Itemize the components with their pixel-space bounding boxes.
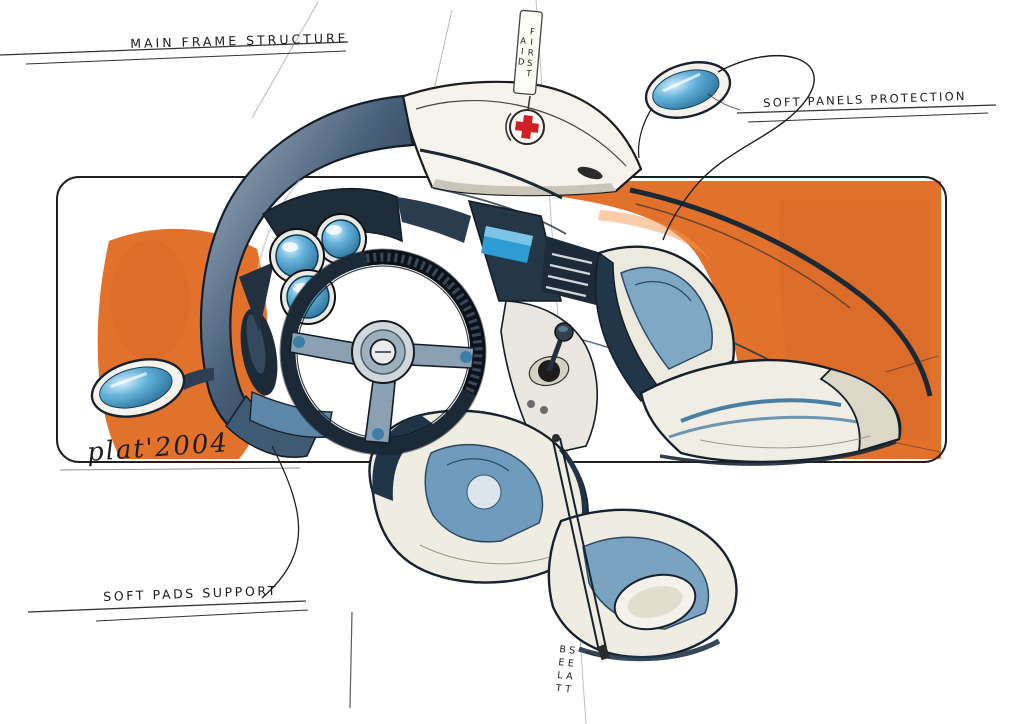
right-mirror	[637, 54, 815, 241]
leader-lines	[261, 93, 741, 599]
steering-wheel	[279, 248, 487, 456]
left-mirror-glass	[99, 366, 173, 409]
left-mirror	[90, 358, 214, 418]
grab-handle	[577, 166, 603, 180]
door-vent	[239, 262, 274, 332]
first-aid-cross-icon	[515, 115, 539, 139]
first-aid-tag	[512, 9, 543, 96]
passenger-seat	[594, 245, 941, 466]
driver-seat	[368, 409, 738, 662]
header-panel	[399, 80, 643, 197]
right-mirror-glass	[652, 69, 720, 110]
gear-shifter-knob	[554, 322, 574, 342]
seat-belt	[552, 434, 611, 661]
gauge-1	[315, 213, 367, 265]
center-console	[467, 199, 611, 457]
